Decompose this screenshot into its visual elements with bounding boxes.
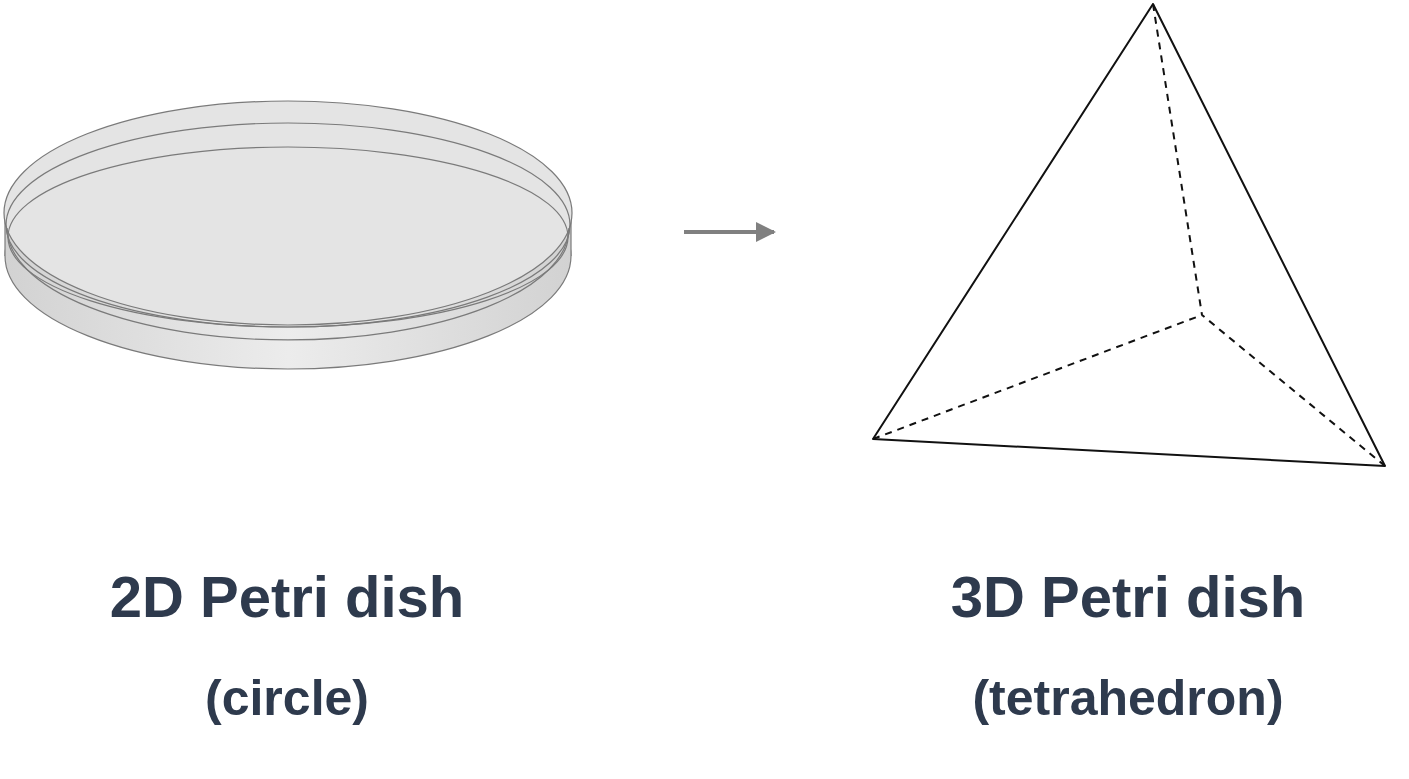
caption-heading: 3D Petri dish — [951, 562, 1306, 632]
caption-subtitle: (tetrahedron) — [972, 668, 1283, 728]
petri-dish — [4, 101, 572, 369]
caption-subtitle: (circle) — [205, 668, 369, 728]
tetrahedron — [873, 4, 1385, 466]
transform-arrow — [684, 230, 774, 234]
caption-heading: 2D Petri dish — [110, 562, 465, 632]
